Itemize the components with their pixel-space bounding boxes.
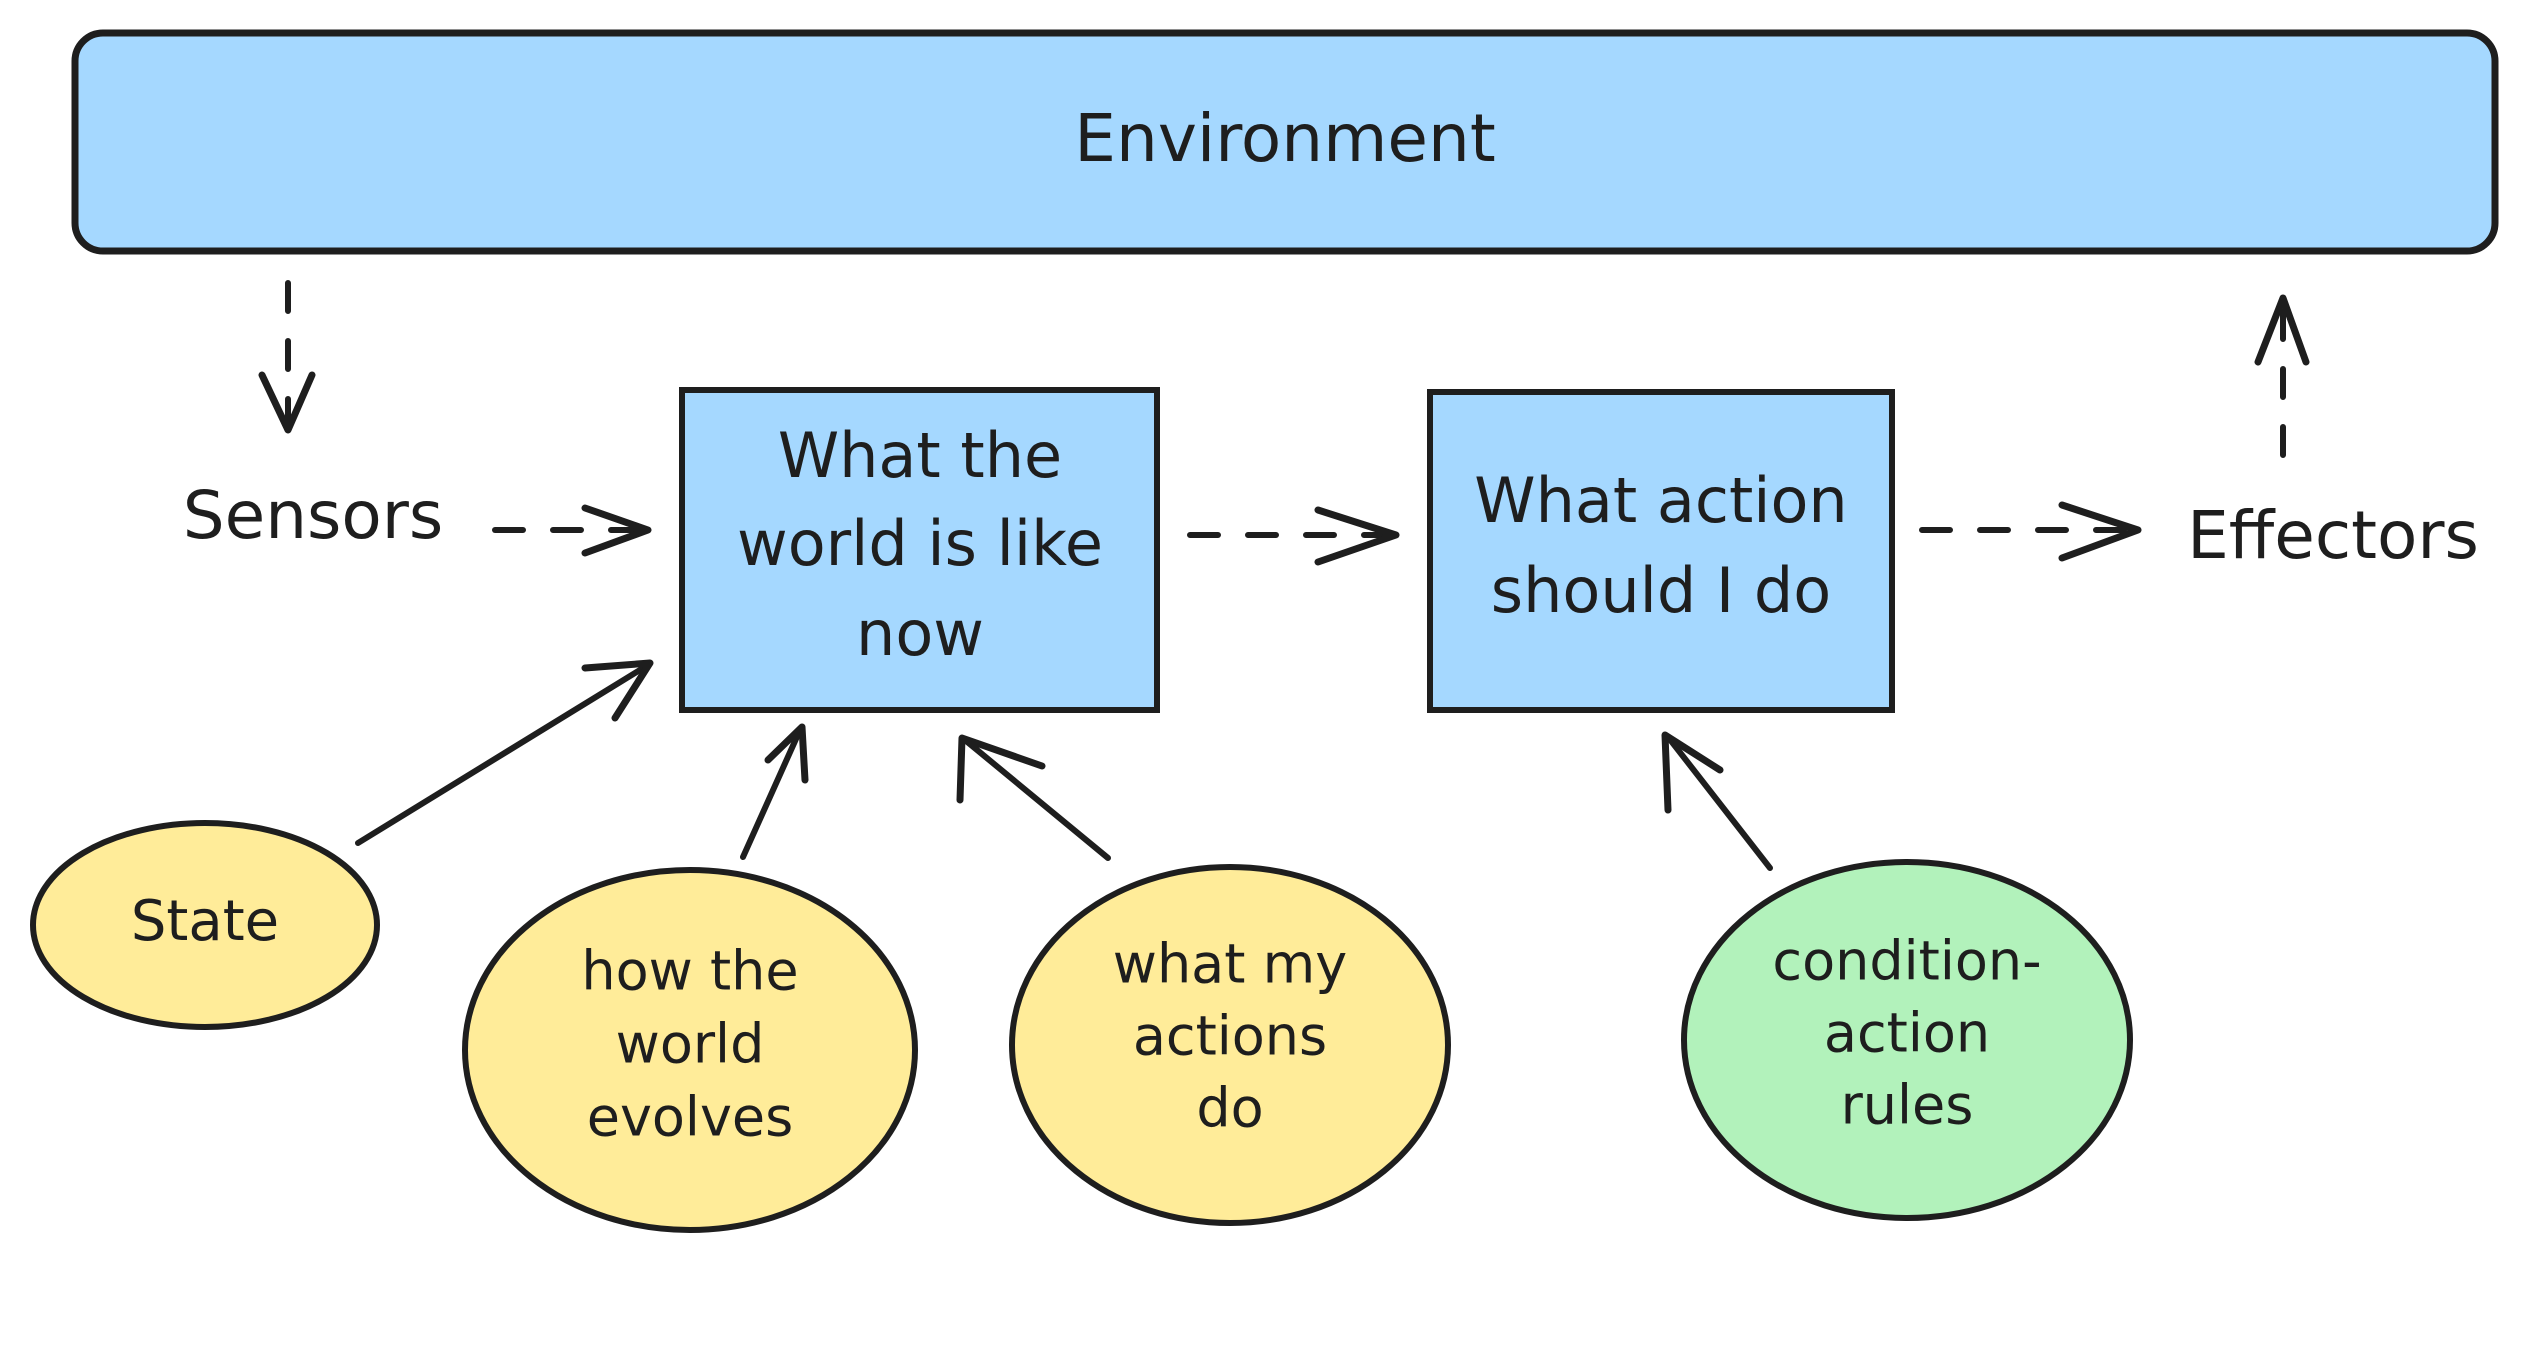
my-actions-line-1: what my bbox=[1113, 933, 1347, 996]
effectors-label: Effectors bbox=[2187, 497, 2479, 574]
my-actions-line-3: do bbox=[1196, 1077, 1263, 1140]
world-now-line-1: What the bbox=[778, 419, 1062, 492]
my-actions-ellipse: what my actions do bbox=[1009, 864, 1451, 1226]
world-evolves-line-1: how the bbox=[581, 940, 798, 1003]
world-evolves-shape bbox=[462, 867, 918, 1233]
world-evolves-line-2: world bbox=[616, 1013, 765, 1076]
action-choice-line-2: should I do bbox=[1491, 554, 1831, 627]
world-now-rect bbox=[679, 387, 1160, 713]
rules-line-3: rules bbox=[1841, 1074, 1974, 1137]
my-actions-line-2: actions bbox=[1133, 1005, 1327, 1068]
state-ellipse: State bbox=[30, 820, 380, 1030]
environment-to-sensors-arrow bbox=[258, 280, 316, 434]
my-actions-to-world-now-arrow bbox=[956, 734, 1111, 861]
sensors-label: Sensors bbox=[183, 477, 444, 554]
action-choice-box: What action should I do bbox=[1427, 389, 1895, 713]
world-now-box: What the world is like now bbox=[679, 387, 1160, 713]
environment-label: Environment bbox=[1074, 100, 1495, 177]
environment-rect bbox=[71, 29, 2499, 255]
world-evolves-ellipse: how the world evolves bbox=[462, 867, 918, 1233]
state-shape bbox=[30, 820, 380, 1030]
state-label: State bbox=[131, 889, 279, 954]
world-now-line-3: now bbox=[856, 597, 984, 670]
environment-box: Environment bbox=[71, 29, 2499, 255]
my-actions-shape bbox=[1009, 864, 1451, 1226]
world-now-line-2: world is like bbox=[737, 507, 1103, 580]
state-to-world-now-arrow bbox=[355, 659, 654, 846]
world-evolves-to-world-now-arrow bbox=[740, 723, 809, 860]
rules-ellipse: condition- action rules bbox=[1681, 859, 2133, 1221]
rules-line-1: condition- bbox=[1772, 930, 2041, 993]
action-choice-line-1: What action bbox=[1474, 464, 1847, 537]
world-now-to-action-arrow bbox=[1187, 506, 1400, 566]
effectors-to-environment-arrow bbox=[2254, 294, 2310, 458]
sensors-to-world-now-arrow bbox=[492, 504, 652, 557]
rules-to-action-arrow bbox=[1661, 731, 1773, 871]
rules-shape bbox=[1681, 859, 2133, 1221]
action-to-effectors-arrow bbox=[1919, 501, 2142, 562]
action-choice-rect bbox=[1427, 389, 1895, 713]
rules-line-2: action bbox=[1824, 1002, 1990, 1065]
world-evolves-line-3: evolves bbox=[587, 1086, 794, 1149]
